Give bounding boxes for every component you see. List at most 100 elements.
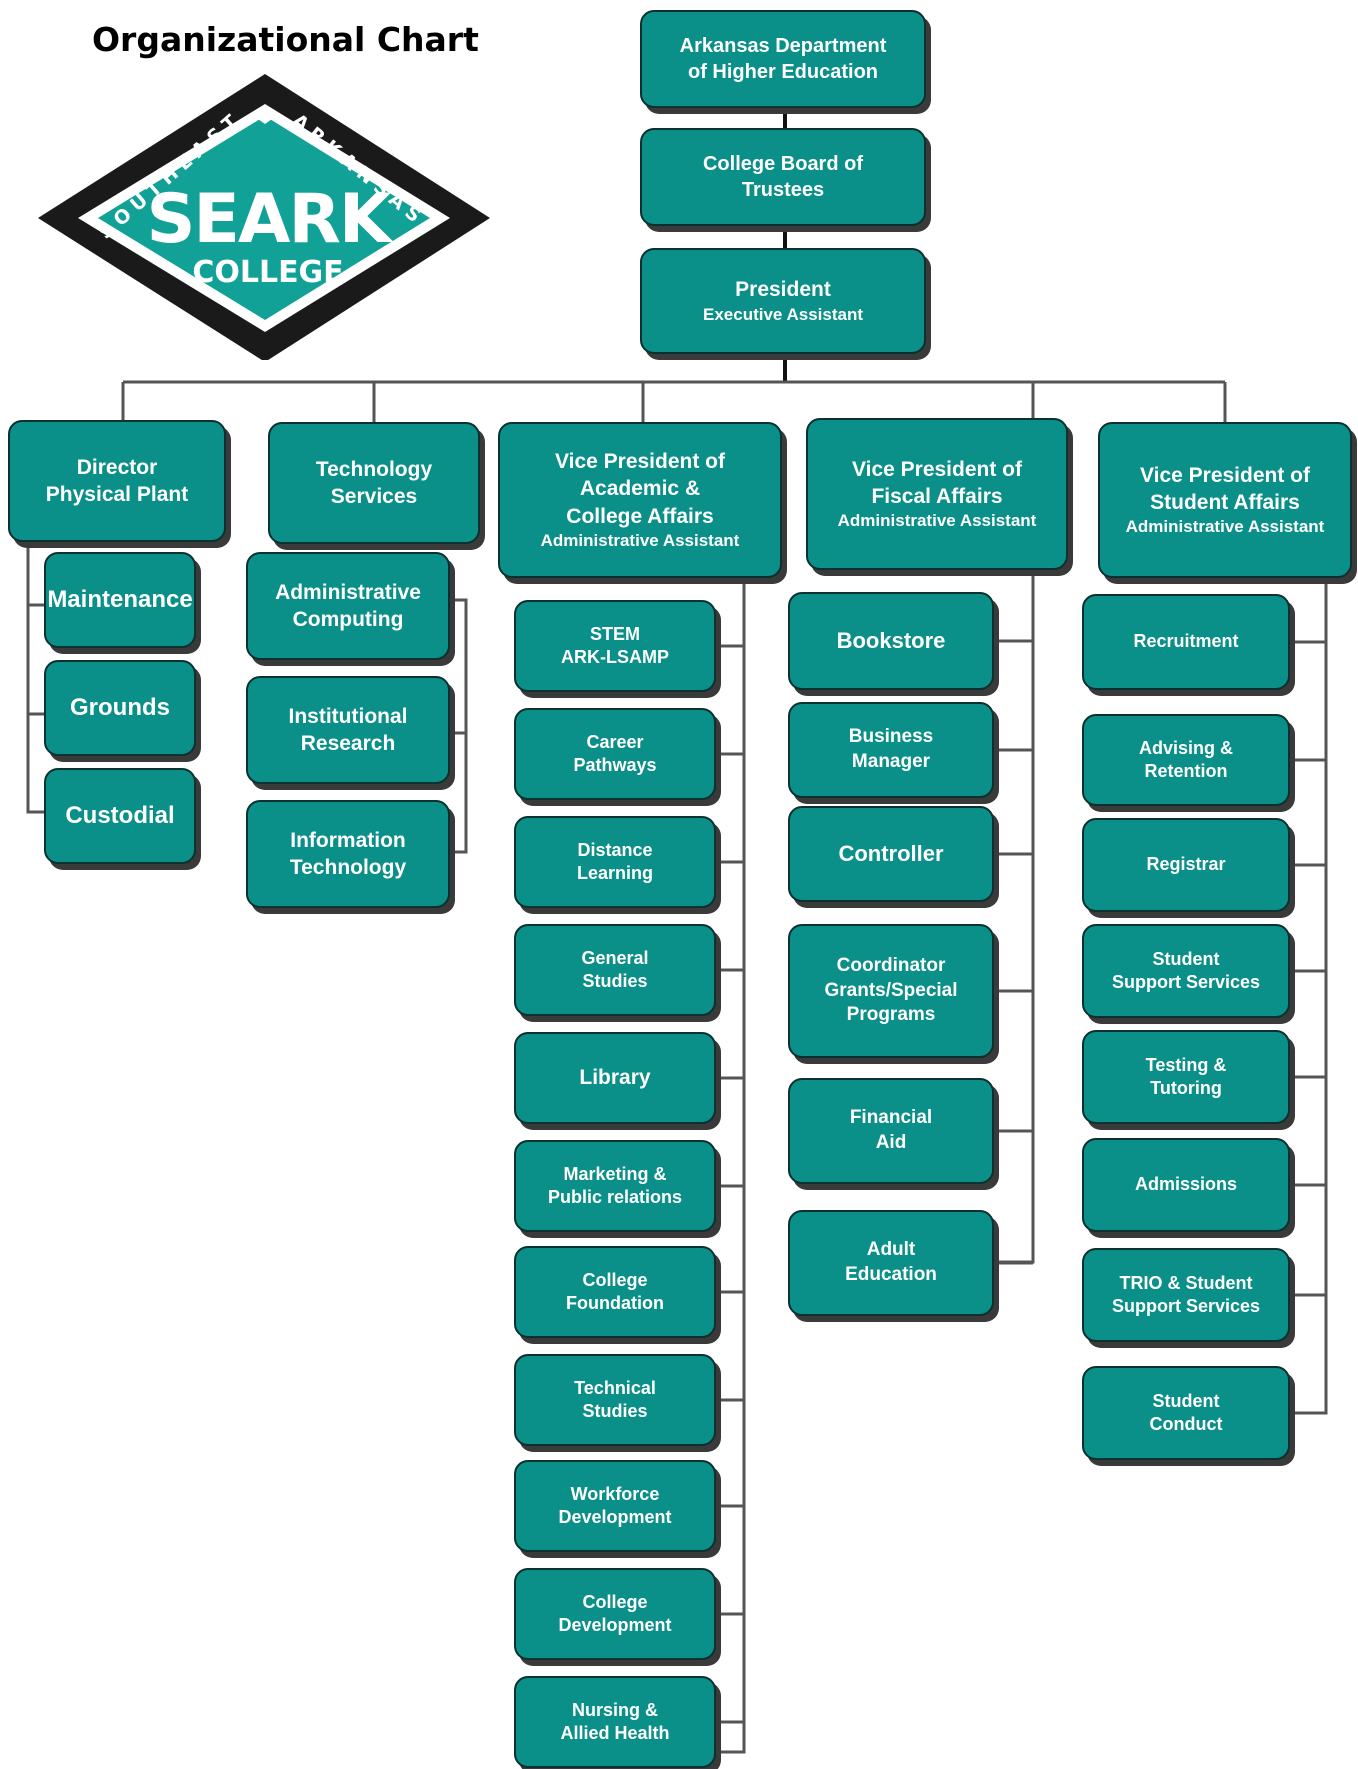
unit-label-line: Recruitment	[1133, 631, 1239, 652]
unit-label-line: Student	[1152, 948, 1220, 969]
vp-student-node: Vice President of Student Affairs Admini…	[1098, 422, 1352, 578]
tech-line-2: Services	[330, 485, 418, 508]
unit-label-line: Education	[845, 1264, 937, 1285]
vp-fiscal-node: Vice President of Fiscal Affairs Adminis…	[806, 418, 1068, 570]
unit-label-line: Admissions	[1134, 1174, 1238, 1195]
adhe-line-1: Arkansas Department	[679, 35, 887, 57]
unit-label-line: Pathways	[573, 755, 657, 775]
vp-fiscal-subtitle: Administrative Assistant	[837, 511, 1037, 531]
vp-academic-line-1: Vice President of	[554, 450, 725, 473]
unit-label-line: College	[582, 1591, 648, 1612]
unit-academic-5: Library	[514, 1032, 716, 1124]
unit-label-line: Adult	[866, 1239, 916, 1261]
page-title: Organizational Chart	[92, 20, 479, 59]
board-node: College Board of Trustees	[640, 128, 926, 226]
board-line-2: Trustees	[741, 179, 825, 201]
unit-academic-6: Marketing &Public relations	[514, 1140, 716, 1232]
tech-line-1: Technology	[315, 457, 433, 481]
unit-label-line: Foundation	[566, 1293, 664, 1313]
vp-academic-line-2: Academic &	[579, 477, 701, 501]
unit-label-line: Development	[558, 1615, 672, 1635]
unit-label-line: Controller	[838, 840, 944, 866]
unit-label-line: Career	[586, 731, 644, 752]
vp-fiscal-line-1: Vice President of	[851, 457, 1022, 481]
unit-label-line: Allied Health	[560, 1723, 670, 1743]
unit-label-line: Computing	[292, 608, 404, 631]
unit-student-5: Testing &Tutoring	[1082, 1030, 1290, 1124]
unit-label-line: Technology	[289, 856, 407, 879]
unit-academic-11: Nursing & Allied Health	[514, 1676, 716, 1768]
vp-student-subtitle: Administrative Assistant	[1125, 517, 1325, 537]
unit-label-line: Conduct	[1149, 1414, 1223, 1434]
unit-fiscal-1: Bookstore	[788, 592, 994, 690]
unit-label-line: Grounds	[70, 694, 170, 722]
unit-label-line: Nursing &	[571, 1699, 658, 1720]
director-line-2: Physical Plant	[45, 483, 189, 506]
unit-physical-plant-2: Grounds	[44, 660, 196, 756]
adhe-node: Arkansas Department of Higher Education	[640, 10, 926, 108]
unit-label-line: General	[581, 947, 649, 968]
unit-label-line: Studies	[582, 1401, 648, 1421]
svg-text:SEARK: SEARK	[146, 180, 393, 259]
director-line-1: Director	[76, 455, 158, 479]
vp-academic-node: Vice President of Academic & College Aff…	[498, 422, 782, 578]
unit-label-line: Public relations	[547, 1187, 683, 1207]
unit-label-line: Advising &	[1138, 737, 1233, 758]
unit-label-line: College	[582, 1269, 648, 1290]
unit-student-6: Admissions	[1082, 1138, 1290, 1232]
unit-label-line: Custodial	[65, 802, 175, 830]
unit-label-line: Distance	[577, 839, 653, 860]
unit-label-line: ARK-LSAMP	[561, 647, 669, 667]
unit-label-line: Grants/Special	[824, 979, 958, 1001]
unit-label-line: Student	[1152, 1390, 1220, 1411]
unit-label-line: Studies	[582, 971, 648, 991]
unit-student-3: Registrar	[1082, 818, 1290, 912]
unit-label-line: Institutional	[288, 704, 408, 728]
unit-label-line: Administrative	[275, 580, 421, 604]
unit-label-line: Technical	[574, 1377, 656, 1398]
unit-label-line: Coordinator	[836, 954, 946, 976]
unit-physical-plant-3: Custodial	[44, 768, 196, 864]
president-subtitle: Executive Assistant	[703, 304, 863, 324]
unit-label-line: Development	[558, 1507, 672, 1527]
unit-label-line: Financial	[849, 1107, 933, 1129]
board-line-1: College Board of	[702, 153, 863, 175]
unit-student-1: Recruitment	[1082, 594, 1290, 690]
vp-student-line-1: Vice President of	[1139, 463, 1310, 487]
unit-label-line: Registrar	[1146, 854, 1226, 875]
unit-academic-1: STEM ARK-LSAMP	[514, 600, 716, 692]
unit-physical-plant-1: Maintenance	[44, 552, 196, 648]
vp-fiscal-line-2: Fiscal Affairs	[871, 484, 1003, 508]
director-physical-plant-node: Director Physical Plant	[8, 420, 226, 542]
unit-label-line: Tutoring	[1150, 1078, 1222, 1098]
unit-label-line: Programs	[846, 1004, 936, 1026]
president-node: President Executive Assistant	[640, 248, 926, 354]
vp-academic-line-3: College Affairs	[566, 504, 714, 528]
adhe-line-2: of Higher Education	[688, 61, 878, 83]
technology-services-node: Technology Services	[268, 422, 480, 544]
unit-label-line: Research	[300, 732, 396, 755]
unit-label-line: Business	[848, 726, 934, 748]
unit-label-line: Learning	[576, 863, 653, 883]
unit-label-line: Maintenance	[47, 586, 193, 614]
president-title: President	[735, 278, 831, 302]
unit-label-line: STEM	[589, 623, 640, 644]
unit-fiscal-3: Controller	[788, 806, 994, 902]
unit-label-line: Support Services	[1111, 972, 1261, 992]
unit-label-line: Information	[290, 828, 406, 852]
unit-label-line: Bookstore	[836, 627, 946, 653]
